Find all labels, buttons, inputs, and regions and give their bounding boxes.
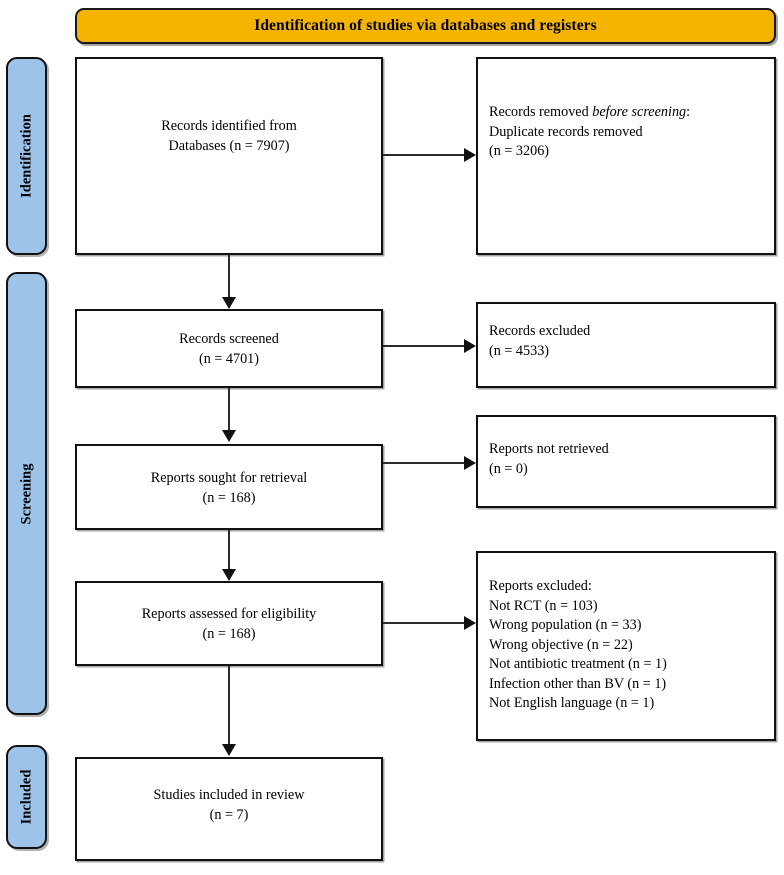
connector-sought-to-not-retrieved xyxy=(383,462,465,464)
records-removed-line-1: Records removed before screening: xyxy=(489,104,691,120)
studies-included-line-1: Studies included in review xyxy=(153,787,305,803)
studies-included-line-2: (n = 7) xyxy=(209,806,249,823)
arrowhead-assessed-to-excluded xyxy=(464,616,476,630)
arrowhead-assessed-to-included xyxy=(222,744,236,756)
records-screened-line-1: Records screened xyxy=(179,331,279,347)
reports-not-retrieved-line-2: (n = 0) xyxy=(489,460,528,477)
connector-identified-to-screened xyxy=(228,255,230,299)
box-reports-assessed: Reports assessed for eligibility (n = 16… xyxy=(75,581,383,666)
records-removed-line-2: Duplicate records removed xyxy=(489,123,643,140)
records-identified-line-1: Records identified from xyxy=(161,118,297,134)
reports-not-retrieved-line-1: Reports not retrieved xyxy=(489,441,609,457)
box-records-screened: Records screened (n = 4701) xyxy=(75,309,383,388)
reports-assessed-line-2: (n = 168) xyxy=(202,625,256,642)
arrowhead-sought-to-assessed xyxy=(222,569,236,581)
stage-label-included: Included xyxy=(18,769,34,825)
reports-sought-line-2: (n = 168) xyxy=(202,489,256,506)
connector-identified-to-removed xyxy=(383,154,465,156)
reports-excluded-reason: Not RCT (n = 103) xyxy=(489,597,598,614)
reports-excluded-reason: Not antibiotic treatment (n = 1) xyxy=(489,656,667,672)
banner-title: Identification of studies via databases … xyxy=(254,17,597,34)
stage-bar-identification: Identification xyxy=(6,57,47,255)
box-studies-included: Studies included in review (n = 7) xyxy=(75,757,383,861)
connector-screened-to-sought xyxy=(228,388,230,432)
connector-screened-to-excluded xyxy=(383,345,465,347)
reports-excluded-reason: Wrong objective (n = 22) xyxy=(489,636,633,653)
arrowhead-sought-to-not-retrieved xyxy=(464,456,476,470)
connector-assessed-to-excluded xyxy=(383,622,465,624)
arrowhead-identified-to-screened xyxy=(222,297,236,309)
reports-excluded-reason: Wrong population (n = 33) xyxy=(489,617,642,633)
box-reports-sought: Reports sought for retrieval (n = 168) xyxy=(75,444,383,530)
arrowhead-identified-to-removed xyxy=(464,148,476,162)
reports-excluded-heading: Reports excluded: xyxy=(489,578,592,594)
records-excluded-line-2: (n = 4533) xyxy=(489,342,550,359)
banner-identification-header: Identification of studies via databases … xyxy=(75,8,776,44)
connector-assessed-to-included xyxy=(228,666,230,746)
records-identified-line-2: Databases (n = 7907) xyxy=(168,137,290,154)
stage-label-identification: Identification xyxy=(18,114,34,198)
records-screened-line-2: (n = 4701) xyxy=(198,350,259,367)
arrowhead-screened-to-sought xyxy=(222,430,236,442)
reports-excluded-reason: Infection other than BV (n = 1) xyxy=(489,675,667,692)
box-records-removed: Records removed before screening: Duplic… xyxy=(476,57,776,255)
stage-bar-included: Included xyxy=(6,745,47,849)
reports-excluded-reason: Not English language (n = 1) xyxy=(489,695,655,711)
box-records-identified: Records identified from Databases (n = 7… xyxy=(75,57,383,255)
records-removed-line-3: (n = 3206) xyxy=(489,143,550,159)
box-records-excluded: Records excluded (n = 4533) xyxy=(476,302,776,388)
reports-assessed-line-1: Reports assessed for eligibility xyxy=(141,606,317,622)
connector-sought-to-assessed xyxy=(228,530,230,571)
stage-bar-screening: Screening xyxy=(6,272,47,715)
stage-label-screening: Screening xyxy=(18,463,34,524)
arrowhead-screened-to-excluded xyxy=(464,339,476,353)
records-excluded-line-1: Records excluded xyxy=(489,323,591,339)
reports-sought-line-1: Reports sought for retrieval xyxy=(150,470,308,486)
box-reports-not-retrieved: Reports not retrieved (n = 0) xyxy=(476,415,776,508)
box-reports-excluded: Reports excluded: Not RCT (n = 103) Wron… xyxy=(476,551,776,741)
